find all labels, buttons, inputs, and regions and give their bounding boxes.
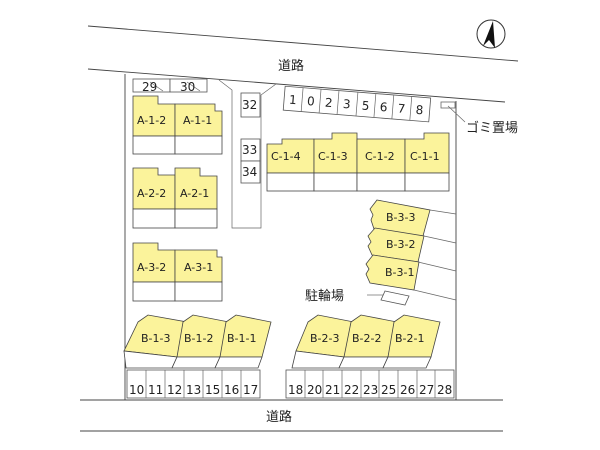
unit-a-1-2: A-1-2 [137,114,166,127]
parking-bottom-left: 10 11 12 13 15 16 17 [126,369,261,399]
parking-space-16: 16 [224,383,239,397]
garbage-area: ゴミ置場 [440,101,518,136]
parking-space-6: 6 [379,100,388,115]
bicycle-parking: 駐輪場 [305,288,410,306]
parking-space-26: 26 [400,383,415,397]
parking-space-15: 15 [205,383,220,397]
unit-c-1-3: C-1-3 [318,150,348,163]
parking-space-22: 22 [344,383,359,397]
building-c-1: C-1-4 C-1-3 C-1-2 C-1-1 [266,132,450,192]
parking-space-11: 11 [148,383,163,397]
parking-space-28: 28 [437,383,452,397]
unit-b-2-3: B-2-3 [310,332,339,345]
building-b-2: B-2-3 B-2-2 B-2-1 [291,314,441,369]
parking-space-13: 13 [186,383,201,397]
parking-space-0: 0 [306,94,315,109]
road-top-label: 道路 [278,58,304,74]
unit-a-3-1: A-3-1 [184,261,213,274]
unit-a-1-1: A-1-1 [183,114,212,127]
parking-space-33: 33 [242,143,257,157]
parking-space-30: 30 [180,80,195,94]
unit-c-1-2: C-1-2 [365,150,395,163]
unit-b-1-2: B-1-2 [184,332,213,345]
unit-a-3-2: A-3-2 [137,261,166,274]
parking-space-1: 1 [289,93,298,108]
unit-a-2-1: A-2-1 [180,187,209,200]
unit-b-3-2: B-3-2 [386,238,415,251]
unit-b-2-2: B-2-2 [352,332,381,345]
unit-b-3-3: B-3-3 [386,211,415,224]
parking-space-21: 21 [325,383,340,397]
building-b-3: B-3-3 B-3-2 B-3-1 [365,199,457,301]
parking-space-7: 7 [397,101,406,116]
road-top-lower-edge [87,68,506,103]
bicycle-parking-label: 駐輪場 [305,288,344,304]
north-arrow-icon [476,19,506,49]
parking-space-5: 5 [361,98,370,113]
parking-space-2: 2 [324,96,333,111]
parking-space-3: 3 [342,97,351,112]
parking-space-27: 27 [419,383,434,397]
unit-c-1-1: C-1-1 [410,150,440,163]
parking-space-18: 18 [288,383,303,397]
parking-top-left: 29 30 [132,78,208,94]
parking-space-8: 8 [415,103,424,118]
parking-space-10: 10 [129,383,144,397]
parking-space-34: 34 [242,165,257,179]
parking-space-20: 20 [307,383,322,397]
road-bottom-label: 道路 [266,409,292,425]
road-top-upper-edge [87,25,519,62]
building-b-1: B-1-3 B-1-2 B-1-1 [123,314,272,369]
parking-space-25: 25 [381,383,396,397]
unit-c-1-4: C-1-4 [271,150,301,163]
parking-space-17: 17 [243,383,258,397]
unit-b-1-3: B-1-3 [141,332,170,345]
parking-space-29: 29 [142,80,157,94]
building-a-1: A-1-2 A-1-1 [132,95,223,155]
unit-b-1-1: B-1-1 [227,332,256,345]
driveway [218,79,277,229]
parking-bottom-right: 18 20 21 22 23 25 26 27 28 [285,369,455,399]
parking-space-12: 12 [167,383,182,397]
parking-top-row: 1 0 2 3 5 6 7 8 [282,85,432,123]
building-a-3: A-3-2 A-3-1 [132,242,223,302]
building-a-2: A-2-2 A-2-1 [132,167,218,229]
unit-b-2-1: B-2-1 [395,332,424,345]
parking-middle-column: 32 33 34 [240,92,261,184]
parking-space-32: 32 [242,98,257,112]
parking-space-23: 23 [363,383,378,397]
unit-b-3-1: B-3-1 [385,266,414,279]
garbage-label: ゴミ置場 [466,120,518,136]
unit-a-2-2: A-2-2 [137,187,166,200]
